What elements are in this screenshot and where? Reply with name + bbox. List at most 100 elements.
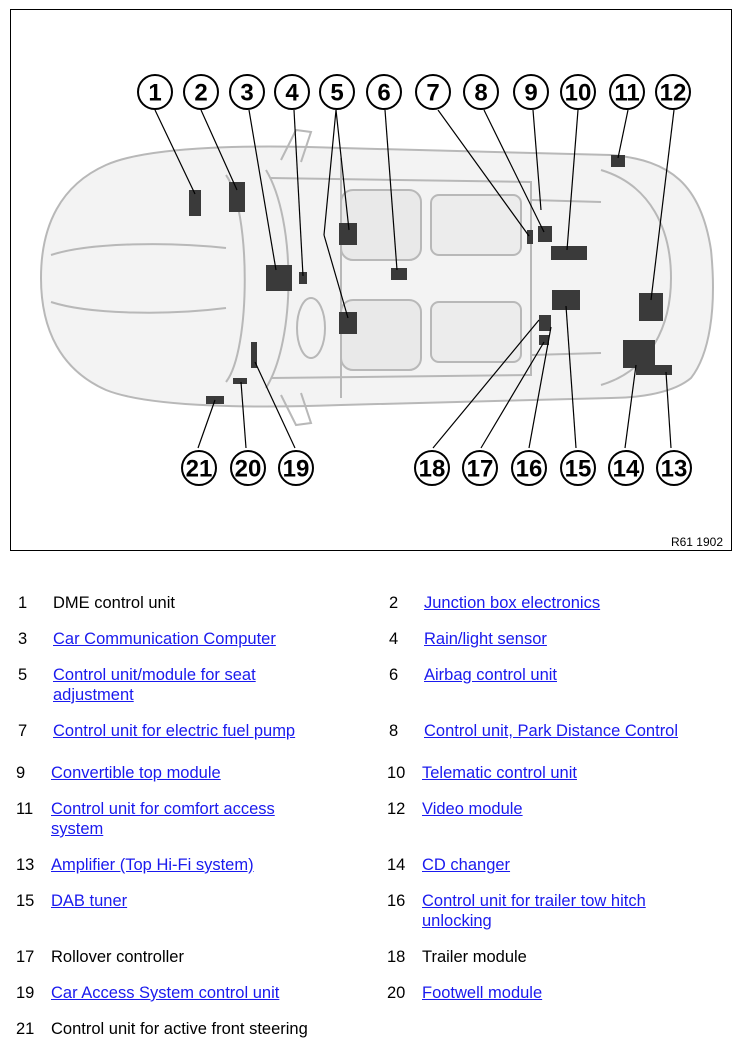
component-5b-block bbox=[339, 312, 357, 334]
callout-3-circle bbox=[229, 74, 265, 110]
callout-16-number: 16 bbox=[516, 456, 543, 483]
component-6-block bbox=[391, 268, 407, 280]
legend-number: 16 bbox=[387, 892, 406, 910]
component-blocks bbox=[189, 155, 672, 404]
legend-link[interactable]: Control unit, Park Distance Control bbox=[424, 722, 679, 740]
callout-17-number: 17 bbox=[467, 456, 494, 483]
legend-number: 13 bbox=[16, 856, 35, 874]
component-5a-block bbox=[339, 223, 357, 245]
legend-number: 20 bbox=[387, 984, 406, 1002]
callout-17-circle bbox=[462, 450, 498, 486]
callout-8-circle bbox=[463, 74, 499, 110]
callout-9-number: 9 bbox=[524, 80, 537, 107]
callout-3-number: 3 bbox=[240, 80, 253, 107]
legend-link[interactable]: DAB tuner bbox=[51, 892, 128, 910]
callout-21-circle bbox=[181, 450, 217, 486]
callout-8: 8 bbox=[463, 74, 499, 110]
component-17-block bbox=[539, 335, 549, 345]
component-8-block bbox=[538, 226, 552, 242]
callout-19: 19 bbox=[278, 450, 314, 486]
legend-link[interactable]: Telematic control unit bbox=[422, 764, 577, 782]
callout-2-number: 2 bbox=[194, 80, 207, 107]
callout-20-circle bbox=[230, 450, 266, 486]
callout-19-number: 19 bbox=[283, 456, 310, 483]
callout-18-number: 18 bbox=[419, 456, 446, 483]
callout-13: 13 bbox=[656, 450, 692, 486]
callout-7-circle bbox=[415, 74, 451, 110]
legend-number: 18 bbox=[387, 948, 406, 966]
legend-link[interactable]: Airbag control unit bbox=[424, 666, 557, 684]
callout-20: 20 bbox=[230, 450, 266, 486]
callout-4: 4 bbox=[274, 74, 310, 110]
callout-4-number: 4 bbox=[285, 80, 299, 107]
legend-number: 15 bbox=[16, 892, 35, 910]
legend-link[interactable]: Car Communication Computer bbox=[53, 630, 276, 648]
legend-number: 7 bbox=[18, 722, 28, 740]
callout-14-number: 14 bbox=[613, 456, 640, 483]
component-10-block bbox=[551, 246, 587, 260]
legend-number: 21 bbox=[16, 1020, 35, 1038]
legend-link[interactable]: Video module bbox=[422, 800, 523, 818]
callout-11: 11 bbox=[609, 74, 645, 110]
callout-16-circle bbox=[511, 450, 547, 486]
callout-14-circle bbox=[608, 450, 644, 486]
legend-label: DME control unit bbox=[53, 594, 175, 612]
component-15-block bbox=[552, 290, 580, 310]
callout-14: 14 bbox=[608, 450, 644, 486]
legend-number: 14 bbox=[387, 856, 406, 874]
callout-19-circle bbox=[278, 450, 314, 486]
callout-13-circle bbox=[656, 450, 692, 486]
legend-label: Trailer module bbox=[422, 948, 527, 966]
component-11-block bbox=[611, 155, 625, 167]
callout-18-circle bbox=[414, 450, 450, 486]
callout-6-number: 6 bbox=[377, 80, 390, 107]
callout-5-number: 5 bbox=[330, 80, 343, 107]
legend-link[interactable]: CD changer bbox=[422, 856, 511, 874]
callout-20-number: 20 bbox=[235, 456, 262, 483]
callout-6-circle bbox=[366, 74, 402, 110]
component-1-block bbox=[189, 190, 201, 216]
legend-link[interactable]: Car Access System control unit bbox=[51, 984, 280, 1002]
callout-21-number: 21 bbox=[186, 456, 213, 483]
component-20-block bbox=[233, 378, 247, 384]
legend-link[interactable]: Footwell module bbox=[422, 984, 543, 1002]
legend-number: 10 bbox=[387, 764, 406, 782]
legend-number: 2 bbox=[389, 594, 399, 612]
callout-3: 3 bbox=[229, 74, 265, 110]
callout-7-number: 7 bbox=[426, 80, 439, 107]
legend-link[interactable]: Amplifier (Top Hi-Fi system) bbox=[51, 856, 254, 874]
legend-link[interactable]: Control unit for electric fuel pump bbox=[53, 722, 296, 740]
callout-12-circle bbox=[655, 74, 691, 110]
callout-9: 9 bbox=[513, 74, 549, 110]
component-4-block bbox=[299, 272, 307, 284]
component-16-block bbox=[539, 315, 551, 331]
legend-number: 8 bbox=[389, 722, 399, 740]
callout-10: 10 bbox=[560, 74, 596, 110]
callout-1-number: 1 bbox=[148, 80, 161, 107]
callout-11-circle bbox=[609, 74, 645, 110]
component-13-block bbox=[636, 365, 672, 375]
legend-link[interactable]: Convertible top module bbox=[51, 764, 221, 782]
legend-link[interactable]: Rain/light sensor bbox=[424, 630, 547, 648]
component-3-block bbox=[266, 265, 292, 291]
callout-17: 17 bbox=[462, 450, 498, 486]
component-14-block bbox=[623, 340, 655, 368]
callout-1-circle bbox=[137, 74, 173, 110]
callout-16: 16 bbox=[511, 450, 547, 486]
legend-link[interactable]: Junction box electronics bbox=[424, 594, 601, 612]
callout-5: 5 bbox=[319, 74, 355, 110]
callout-15-circle bbox=[560, 450, 596, 486]
figure-reference: R61 1902 bbox=[671, 535, 723, 549]
legend-number: 1 bbox=[18, 594, 28, 612]
callout-6: 6 bbox=[366, 74, 402, 110]
legend-number: 6 bbox=[389, 666, 399, 684]
legend-label: Rollover controller bbox=[51, 948, 184, 966]
car-body bbox=[39, 128, 714, 427]
legend-number: 5 bbox=[18, 666, 28, 684]
